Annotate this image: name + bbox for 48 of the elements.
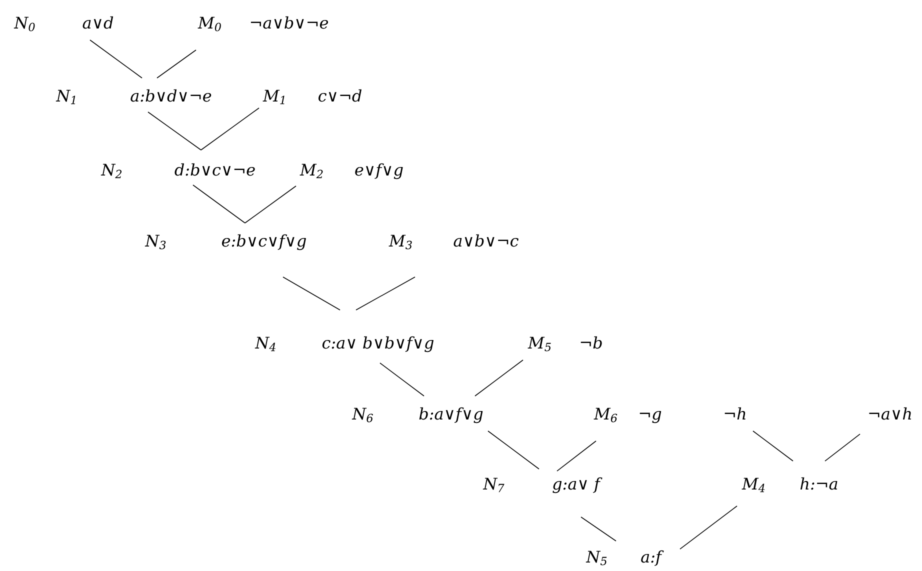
node-label: N$_{2}$ [100, 164, 122, 178]
node-label: N$_{0}$ [14, 16, 35, 32]
node-label: M$_{0}$ [198, 16, 221, 32]
edge-line [200, 108, 260, 150]
node-label: M$_{4}$ [742, 478, 765, 492]
clause-text: h:¬a [800, 477, 838, 490]
node-label: N$_{4}$ [254, 336, 276, 352]
clause-text: e∨f∨g [355, 163, 403, 180]
clause-text: c∨¬d [318, 89, 362, 102]
clause-text: b:a∨f∨g [419, 407, 483, 424]
node-label: M$_{3}$ [388, 234, 412, 250]
edge-line [380, 362, 424, 396]
edge-line [282, 276, 340, 310]
edge-line [752, 430, 794, 462]
clause-text: ¬a∨h [869, 407, 911, 420]
clause-text: ¬g [640, 410, 662, 424]
node-label: M$_{1}$ [262, 90, 284, 104]
node-label: N$_{3}$ [144, 234, 166, 250]
clause-text: ¬b [580, 336, 602, 349]
node-label: M$_{6}$ [594, 408, 618, 422]
edge-line [156, 50, 196, 78]
edge-line [824, 434, 860, 462]
clause-text: g:a∨ f [552, 477, 602, 494]
edge-line [192, 184, 246, 224]
clause-text: a∨b∨¬c [454, 234, 518, 247]
node-label: M$_{2}$ [300, 164, 323, 178]
edge-line [680, 506, 738, 550]
edge-line [356, 276, 416, 310]
clause-text: a:b∨d∨¬e [130, 89, 212, 102]
edge-line [244, 186, 296, 224]
node-label: N$_{1}$ [56, 90, 76, 104]
clause-text: c:a∨ b∨b∨f∨g [322, 336, 434, 352]
node-label: N$_{5}$ [586, 550, 607, 566]
clause-text: a:f [641, 550, 664, 566]
clause-text: ¬h [724, 407, 746, 420]
clause-text: a∨d [82, 16, 114, 29]
node-label: N$_{6}$ [352, 408, 373, 422]
edge-line [148, 112, 202, 150]
edge-line [474, 360, 524, 396]
edge-line [488, 430, 540, 470]
clause-text: d:b∨c∨¬e [174, 163, 255, 176]
edge-line [90, 40, 142, 78]
clause-text: e:b∨c∨f∨g [222, 234, 306, 250]
edge-line [580, 516, 616, 542]
edge-line [556, 440, 596, 472]
node-label: M$_{5}$ [528, 336, 551, 352]
clause-text: ¬a∨b∨¬e [250, 16, 328, 29]
node-label: N$_{7}$ [482, 478, 504, 492]
